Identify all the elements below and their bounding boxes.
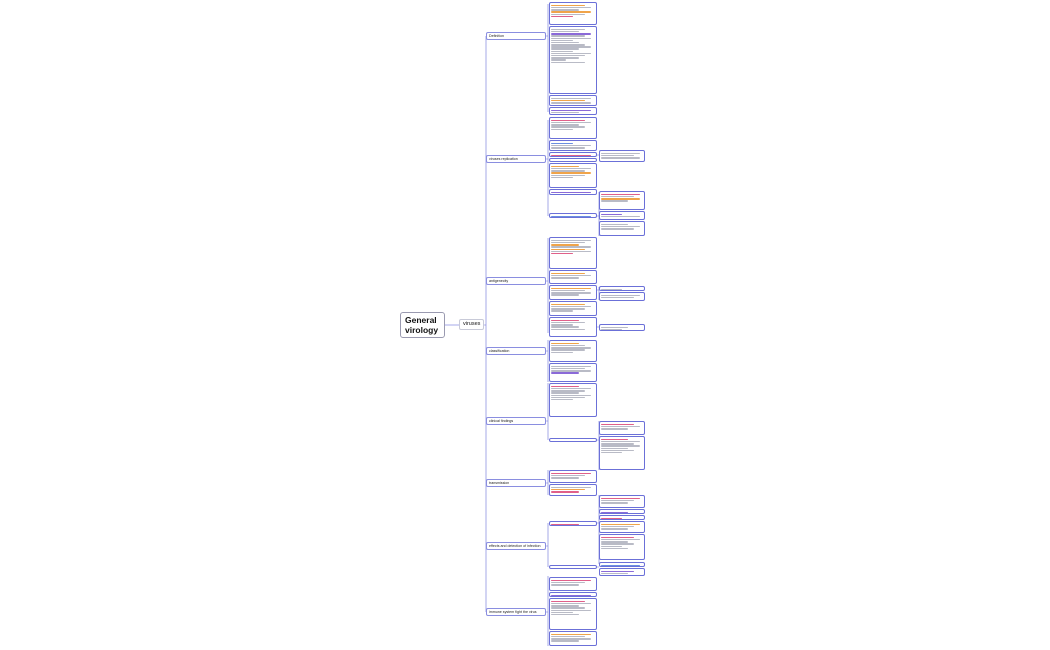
note-card [549,340,597,362]
note-card [549,521,597,526]
note-card [549,301,597,316]
note-card [549,163,597,188]
note-card [549,363,597,382]
branch-immune-system[interactable]: immune system fight the virus [486,608,546,616]
note-card [549,577,597,591]
branch-classification[interactable]: classification [486,347,546,355]
note-card [599,509,645,514]
branch-viruses-replication[interactable]: viruses replication [486,155,546,163]
branch-definition[interactable]: Definition [486,32,546,40]
note-card [549,95,597,106]
branch-label: clinical findings [489,419,514,423]
note-card [599,324,645,331]
note-card [599,534,645,560]
note-card [599,221,645,236]
note-card [549,592,597,597]
root-node[interactable]: General virology [400,312,445,338]
note-card [599,211,645,220]
note-card [549,438,597,442]
note-card [549,484,597,496]
branch-label: effects and detection of infection [489,544,541,548]
note-card [549,189,597,195]
note-card [549,107,597,115]
branch-label: antigenecity [489,279,509,283]
note-card [549,631,597,646]
note-card [599,495,645,508]
note-card [599,568,645,576]
branch-label: classification [489,349,510,353]
note-card [549,152,597,157]
note-card [549,317,597,337]
branch-label: viruses replication [489,157,518,161]
note-card [549,117,597,139]
note-card [599,421,645,435]
note-card [549,270,597,284]
note-card [599,521,645,533]
note-card [599,191,645,210]
note-card [599,515,645,520]
branch-transmission[interactable]: transmission [486,479,546,487]
branch-effects-and-detection[interactable]: effects and detection of infection [486,542,546,550]
central-label: viruses [463,321,481,327]
note-card [549,470,597,483]
note-card [549,598,597,630]
central-node[interactable]: viruses [459,319,484,330]
note-card [549,383,597,417]
root-label: General virology [405,315,439,335]
branch-label: Definition [489,34,504,38]
note-card [599,562,645,567]
note-card [549,285,597,300]
branch-antigenecity[interactable]: antigenecity [486,277,546,285]
note-card [549,565,597,569]
branch-label: transmission [489,481,510,485]
note-card [599,436,645,470]
note-card [549,2,597,25]
note-card [599,150,645,162]
note-card [549,237,597,269]
note-card [549,213,597,218]
note-card [549,158,597,162]
branch-clinical-findings[interactable]: clinical findings [486,417,546,425]
note-card [549,140,597,151]
note-card [599,286,645,291]
note-card [599,292,645,301]
branch-label: immune system fight the virus [489,610,537,614]
note-card [549,26,597,94]
